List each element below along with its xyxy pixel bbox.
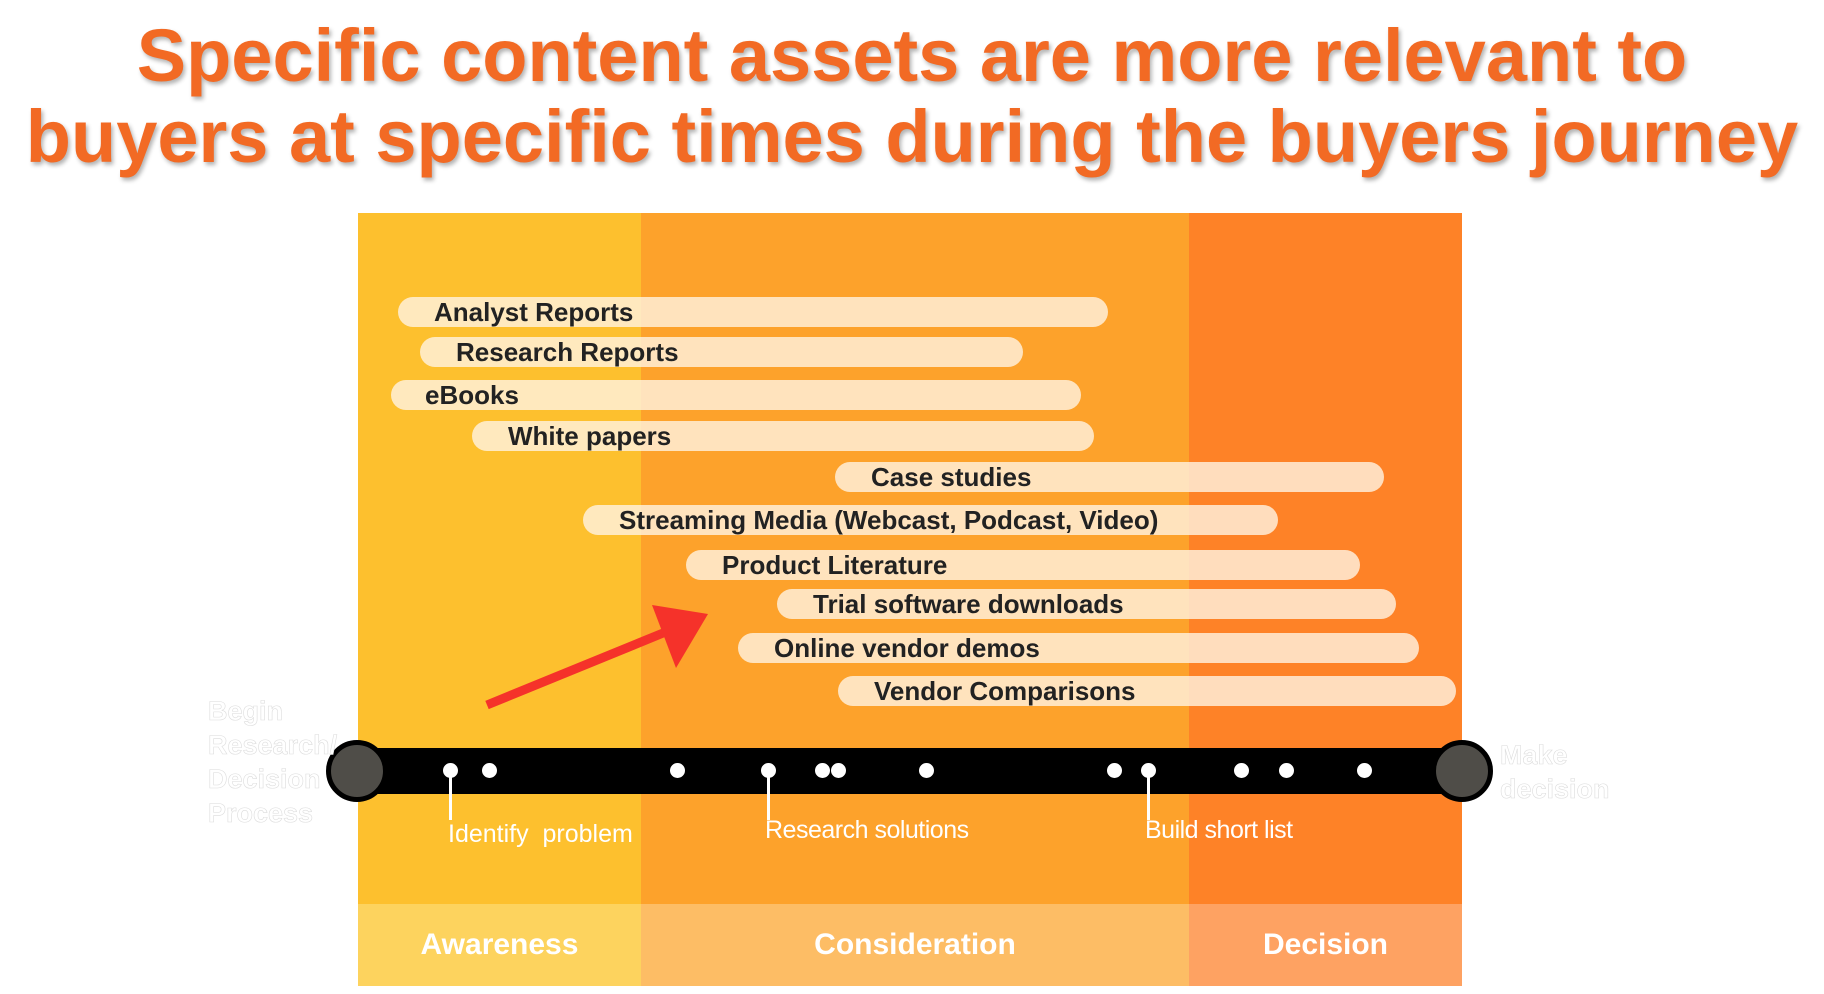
timeline-dot bbox=[670, 763, 685, 778]
milestone-identify-problem: Identify problem bbox=[448, 820, 633, 848]
milestone-build-short-list: Build short list bbox=[1145, 816, 1293, 844]
asset-ebooks: eBooks bbox=[391, 380, 1081, 410]
milestone-tick bbox=[767, 770, 770, 820]
timeline-dot bbox=[815, 763, 830, 778]
timeline-dot bbox=[482, 763, 497, 778]
timeline-start-node bbox=[326, 740, 388, 802]
asset-analyst-reports: Analyst Reports bbox=[398, 297, 1108, 327]
asset-white-papers: White papers bbox=[472, 421, 1094, 451]
stage-decision: Decision bbox=[1189, 904, 1462, 986]
timeline-dot bbox=[831, 763, 846, 778]
title-line-1: Specific content assets are more relevan… bbox=[136, 14, 1688, 97]
stage-awareness: Awareness bbox=[358, 904, 641, 986]
timeline-dot bbox=[1141, 763, 1156, 778]
timeline-track bbox=[357, 748, 1462, 794]
asset-product-literature: Product Literature bbox=[686, 550, 1360, 580]
milestone-tick bbox=[449, 770, 452, 820]
timeline-dot bbox=[1357, 763, 1372, 778]
asset-case-studies: Case studies bbox=[835, 462, 1384, 492]
asset-trial-software: Trial software downloads bbox=[777, 589, 1396, 619]
timeline-dot bbox=[1234, 763, 1249, 778]
asset-streaming-media: Streaming Media (Webcast, Podcast, Video… bbox=[583, 505, 1278, 535]
timeline-dot bbox=[1279, 763, 1294, 778]
asset-research-reports: Research Reports bbox=[420, 337, 1023, 367]
timeline-end-node bbox=[1431, 740, 1493, 802]
asset-vendor-comparisons: Vendor Comparisons bbox=[838, 676, 1456, 706]
title-line-2: buyers at specific times during the buye… bbox=[25, 95, 1799, 178]
milestone-research-solutions: Research solutions bbox=[765, 816, 969, 844]
timeline-dot bbox=[919, 763, 934, 778]
milestone-tick bbox=[1147, 770, 1150, 820]
timeline-end-label: Make decision bbox=[1500, 740, 1610, 805]
timeline-dot bbox=[761, 763, 776, 778]
stage-consideration: Consideration bbox=[641, 904, 1189, 986]
timeline-dot bbox=[443, 763, 458, 778]
timeline-dot bbox=[1107, 763, 1122, 778]
asset-online-demos: Online vendor demos bbox=[738, 633, 1419, 663]
timeline-start-label: Begin Research/ Decision Process bbox=[208, 696, 338, 829]
